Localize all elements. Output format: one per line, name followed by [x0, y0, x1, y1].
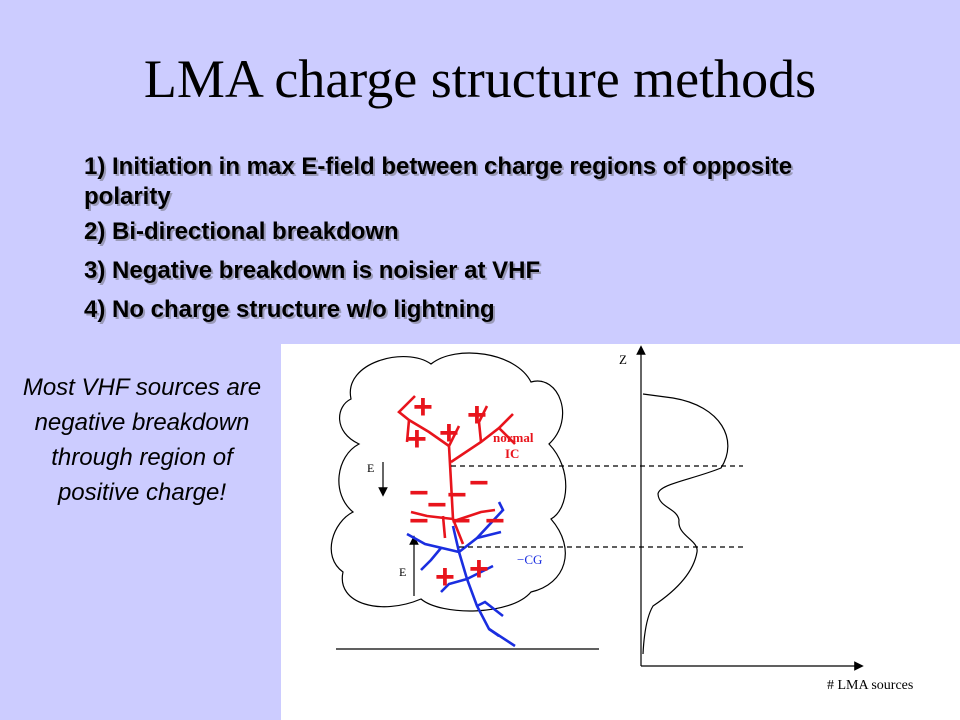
negative-charge-sign: −	[409, 474, 429, 512]
charge-structure-figure: E E + +	[281, 344, 960, 720]
e-label-upper: E	[367, 461, 374, 475]
negative-charge-sign: −	[469, 464, 489, 502]
ic-label-line1: normal	[493, 430, 534, 445]
positive-charge-sign: +	[435, 558, 455, 596]
cg-discharge-path	[406, 501, 516, 648]
page-title: LMA charge structure methods	[143, 49, 817, 109]
cg-label: −CG	[517, 552, 542, 567]
lma-source-profile-curve	[642, 393, 729, 655]
positive-charge-sign: +	[467, 396, 487, 434]
positive-charge-sign: +	[413, 388, 433, 426]
bullet-item: 3) Negative breakdown is noisier at VHF	[84, 257, 541, 284]
positive-charge-sign: +	[439, 414, 459, 452]
ic-discharge-path	[397, 395, 516, 545]
negative-charge-sign: −	[485, 502, 505, 540]
negative-charge-sign: −	[451, 502, 471, 540]
bullet-item: 4) No charge structure w/o lightning	[84, 296, 495, 323]
positive-charge-sign: +	[469, 550, 489, 588]
e-label-lower: E	[399, 565, 406, 579]
negative-charge-sign: −	[409, 502, 429, 540]
figure-svg: E E + +	[330, 345, 913, 693]
negative-charge-sign: −	[447, 476, 467, 514]
bullet-list: 1) Initiation in max E-field between cha…	[84, 152, 844, 329]
ic-label-line2: IC	[505, 446, 519, 461]
bullet-item: 2) Bi-directional breakdown	[84, 218, 399, 245]
negative-charge-sign: −	[427, 486, 447, 524]
cloud-outline	[330, 352, 567, 612]
side-note: Most VHF sources are negative breakdown …	[22, 374, 262, 506]
x-axis-label: # LMA sources	[827, 678, 913, 693]
z-axis-label: Z	[619, 352, 627, 367]
positive-charge-sign: +	[407, 420, 427, 458]
bullet-item: 1) Initiation in max E-field between cha…	[84, 153, 793, 210]
